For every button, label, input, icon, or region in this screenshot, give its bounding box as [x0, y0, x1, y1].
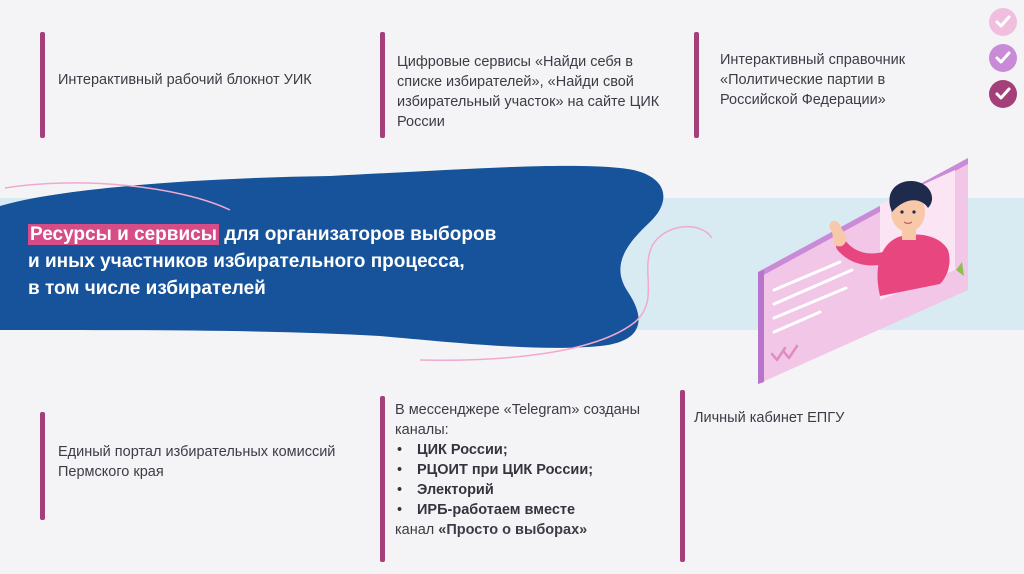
block-telegram: В мессенджере «Telegram» созданы каналы:…	[395, 400, 665, 540]
headline-line3: в том числе избирателей	[28, 278, 266, 299]
accent-bar	[694, 32, 699, 138]
headline: Ресурсы и сервисы для организаторов выбо…	[28, 221, 588, 302]
telegram-tail: канал «Просто о выборах»	[395, 522, 588, 538]
list-item: ЦИК России;	[395, 440, 665, 460]
double-check-icon	[770, 344, 799, 362]
accent-bar	[680, 390, 685, 562]
list-item: РЦОИТ при ЦИК России;	[395, 460, 665, 480]
block-perm-portal: Единый портал избирательных комиссий Пер…	[58, 444, 336, 480]
check-circle-icon	[989, 8, 1017, 36]
telegram-intro: В мессенджере «Telegram» созданы каналы:	[395, 402, 641, 438]
block-workbook-uik: Интерактивный рабочий блокнот УИК	[58, 72, 312, 88]
accent-bar	[40, 412, 45, 520]
accent-bar	[380, 396, 385, 562]
check-circle-icon	[989, 44, 1017, 72]
headline-line1-rest: для организаторов выборов	[218, 224, 497, 245]
headline-line2: и иных участников избирательного процесс…	[28, 251, 465, 272]
telegram-channel-list: ЦИК России; РЦОИТ при ЦИК России; Электо…	[395, 440, 665, 520]
list-item: Электорий	[395, 480, 665, 500]
accent-bar	[380, 32, 385, 138]
block-parties-reference: Интерактивный справочник «Политические п…	[720, 52, 906, 108]
block-epgu-account: Личный кабинет ЕПГУ	[694, 410, 845, 426]
list-item: ИРБ-работаем вместе	[395, 500, 665, 520]
block-digital-services: Цифровые сервисы «Найди себя в списке из…	[397, 54, 660, 130]
headline-highlight: Ресурсы и сервисы	[28, 224, 219, 245]
check-circle-icon	[989, 80, 1017, 108]
accent-bar	[40, 32, 45, 138]
